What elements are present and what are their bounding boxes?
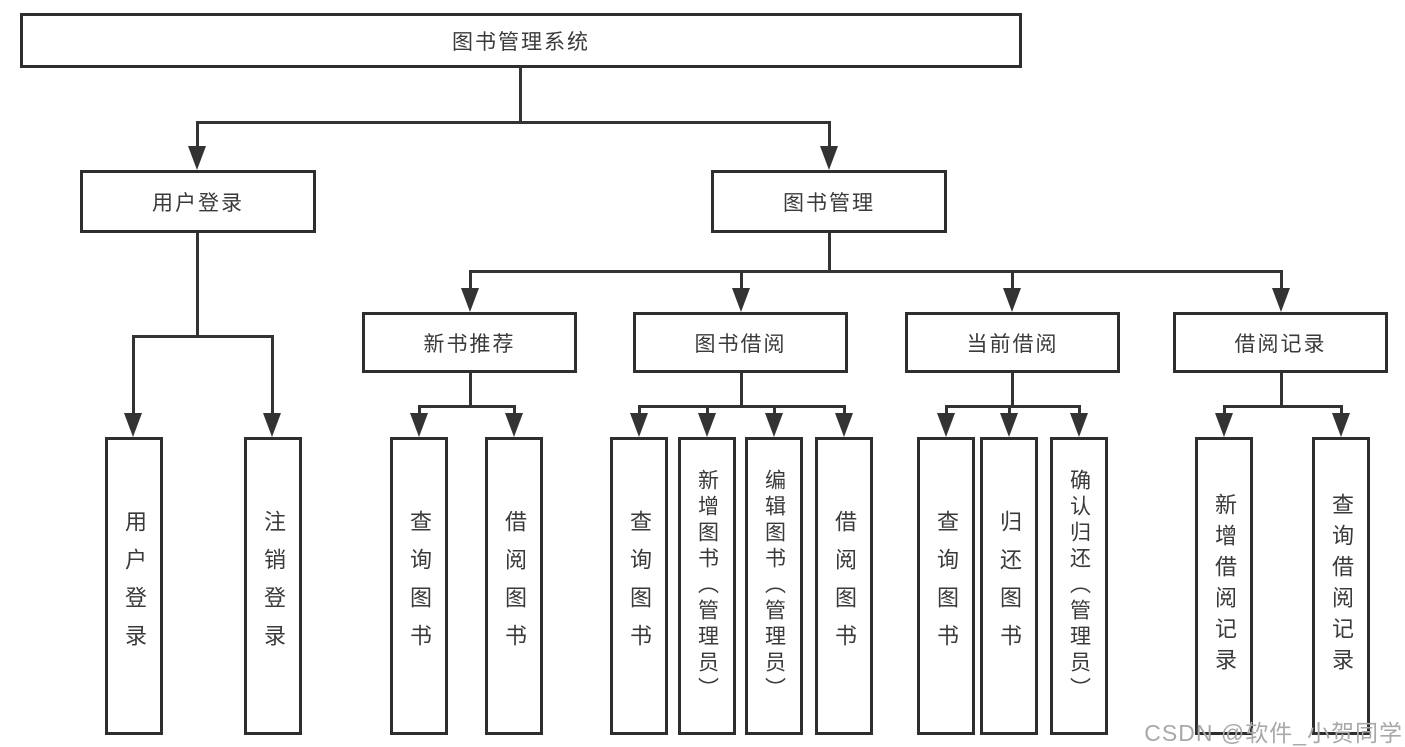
connector-line	[132, 335, 135, 415]
connector-line	[132, 335, 274, 338]
connector-line	[740, 270, 743, 290]
connector-line	[469, 270, 1282, 273]
leaf-borrow-books: 借阅图书	[815, 437, 873, 735]
connector-line	[1008, 405, 1011, 417]
connector-line	[513, 405, 516, 417]
node-user-login: 用户登录	[80, 170, 316, 233]
connector-line	[638, 405, 846, 408]
arrow-down-icon	[1215, 413, 1233, 437]
connector-line	[1280, 373, 1283, 405]
connector-line	[1280, 270, 1283, 290]
connector-line	[196, 121, 830, 124]
node-book-management: 图书管理	[711, 170, 947, 233]
leaf-return-books: 归还图书	[980, 437, 1038, 735]
leaf-add-borrow-record: 新增借阅记录	[1195, 437, 1253, 735]
connector-line	[638, 405, 641, 417]
leaf-confirm-return-admin: 确认归还（管理员）	[1050, 437, 1108, 735]
leaf-edit-books-admin: 编辑图书（管理员）	[745, 437, 803, 735]
connector-line	[706, 405, 709, 417]
leaf-user-login: 用户登录	[105, 437, 163, 735]
arrow-down-icon	[1272, 288, 1290, 312]
arrow-down-icon	[698, 413, 716, 437]
leaf-query-books: 查询图书	[610, 437, 668, 735]
node-new-book-recommend: 新书推荐	[362, 312, 577, 373]
connector-line	[271, 335, 274, 415]
connector-line	[828, 121, 831, 148]
connector-line	[469, 373, 472, 405]
leaf-logout: 注销登录	[244, 437, 302, 735]
arrow-down-icon	[505, 413, 523, 437]
connector-line	[519, 68, 522, 121]
arrow-down-icon	[630, 413, 648, 437]
connector-line	[945, 405, 948, 417]
arrow-down-icon	[188, 146, 206, 170]
connector-line	[843, 405, 846, 417]
connector-line	[1011, 373, 1014, 405]
arrow-down-icon	[937, 413, 955, 437]
leaf-query-books: 查询图书	[917, 437, 975, 735]
connector-line	[828, 233, 831, 270]
arrow-down-icon	[1003, 288, 1021, 312]
connector-line	[740, 373, 743, 405]
leaf-add-books-admin: 新增图书（管理员）	[678, 437, 736, 735]
connector-line	[1340, 405, 1343, 417]
connector-line	[945, 405, 1081, 408]
connector-line	[418, 405, 516, 408]
connector-line	[1011, 270, 1014, 290]
leaf-query-books: 查询图书	[390, 437, 448, 735]
arrow-down-icon	[461, 288, 479, 312]
node-library-management-system: 图书管理系统	[20, 13, 1022, 68]
leaf-query-borrow-record: 查询借阅记录	[1312, 437, 1370, 735]
connector-line	[469, 270, 472, 290]
arrow-down-icon	[410, 413, 428, 437]
connector-line	[1223, 405, 1342, 408]
connector-line	[1078, 405, 1081, 417]
arrow-down-icon	[124, 413, 142, 437]
arrow-down-icon	[1000, 413, 1018, 437]
node-current-borrow: 当前借阅	[905, 312, 1120, 373]
arrow-down-icon	[835, 413, 853, 437]
connector-line	[196, 121, 199, 148]
connector-line	[1223, 405, 1226, 417]
connector-line	[196, 233, 199, 335]
connector-line	[418, 405, 421, 417]
node-book-borrow: 图书借阅	[633, 312, 848, 373]
arrow-down-icon	[765, 413, 783, 437]
arrow-down-icon	[263, 413, 281, 437]
connector-line	[773, 405, 776, 417]
leaf-borrow-books: 借阅图书	[485, 437, 543, 735]
node-borrow-records: 借阅记录	[1173, 312, 1388, 373]
csdn-watermark: CSDN @软件_小贺同学	[1144, 720, 1403, 746]
arrow-down-icon	[732, 288, 750, 312]
arrow-down-icon	[820, 146, 838, 170]
arrow-down-icon	[1332, 413, 1350, 437]
arrow-down-icon	[1070, 413, 1088, 437]
